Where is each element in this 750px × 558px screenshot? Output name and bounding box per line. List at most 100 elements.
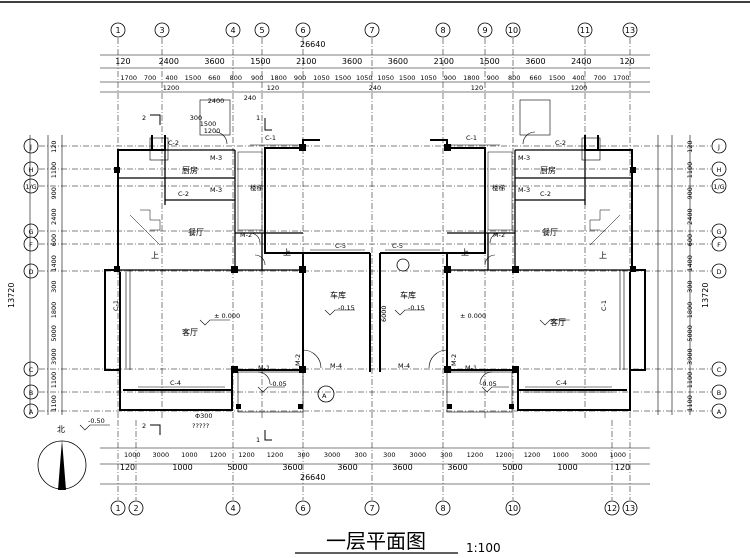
- level-porch-right: -0.05: [480, 380, 497, 388]
- axis-label-left: H: [29, 166, 34, 174]
- axis-label-left: D: [28, 268, 33, 276]
- tag-c4-r: C-4: [556, 379, 567, 387]
- axis-label-bottom: 1: [115, 504, 120, 513]
- level-outside: -0.50: [88, 417, 105, 425]
- axis-bubble-bottom: [622, 500, 638, 516]
- dim-bottom-row1: 3000: [410, 451, 427, 459]
- dim-top-row2: 900: [294, 74, 306, 82]
- dim-top-row2: 1700: [613, 74, 630, 82]
- axis-label-left: 1/G: [25, 183, 36, 191]
- room-stair-right: 楼梯: [492, 183, 506, 192]
- dim-total-right: 13720: [701, 283, 710, 308]
- dim-right: 1100: [686, 162, 694, 179]
- dim-top-misc: 1200: [204, 127, 221, 135]
- axis-bubble-top: [254, 22, 270, 38]
- detail-bubble: [317, 385, 335, 403]
- dim-right: 5000: [686, 325, 694, 342]
- dim-top-row1: 2400: [159, 57, 179, 66]
- axis-bubble-right: [711, 138, 727, 154]
- dim-top-misc: 2400: [208, 97, 225, 105]
- dim-total-top: 26640: [300, 40, 325, 49]
- dim-total-left: 13720: [7, 283, 16, 308]
- stair-up-right: 上: [599, 251, 607, 260]
- dim-top-misc: 1500: [200, 120, 217, 128]
- axis-label-top: 8: [440, 26, 445, 35]
- axis-bubble-right: [711, 361, 727, 377]
- axis-label-left: J: [29, 143, 32, 151]
- interior-walls: [118, 149, 632, 371]
- dim-right: 300: [686, 280, 694, 292]
- dim-top-row1: 1500: [479, 57, 499, 66]
- tag-c1-r: C-1: [600, 300, 608, 311]
- axis-bubble-top: [622, 22, 638, 38]
- dim-top-row2: 1800: [463, 74, 480, 82]
- room-garage-left: 车库: [330, 290, 346, 300]
- drawing-scale: 1:100: [466, 541, 501, 555]
- dim-top-row1: 120: [619, 57, 634, 66]
- dim-bottom-row2: 1000: [557, 463, 577, 472]
- room-garage-right: 车库: [400, 290, 416, 300]
- dim-right: 1400: [686, 255, 694, 272]
- axis-label-top: 6: [300, 26, 305, 35]
- axis-bubble-left: [23, 236, 39, 252]
- axis-bubble-left: [23, 403, 39, 419]
- dim-right: 900: [686, 187, 694, 199]
- dim-top-row3: 240: [369, 84, 381, 92]
- dim-top-row2: 1800: [270, 74, 287, 82]
- columns: [114, 144, 636, 409]
- axis-bubble-bottom: [505, 500, 521, 516]
- room-kitchen-right: 厨房: [540, 165, 556, 175]
- dim-left: 300: [50, 280, 58, 292]
- dim-bottom-row1: 1200: [467, 451, 484, 459]
- tag-c1-l: C-1: [112, 300, 120, 311]
- level-living-left: ± 0.000: [214, 312, 240, 320]
- dim-bottom-row1: 300: [355, 451, 367, 459]
- note-qmarks: ?????: [192, 422, 209, 430]
- dim-top-row2: 1050: [356, 74, 373, 82]
- axis-bubble-top: [505, 22, 521, 38]
- dim-left: 3900: [50, 348, 58, 365]
- dim-top-row3: 120: [267, 84, 279, 92]
- dim-top-row2: 1500: [549, 74, 566, 82]
- axis-label-right: J: [717, 143, 720, 151]
- dim-bottom-row1: 1000: [609, 451, 626, 459]
- dim-left: 1100: [50, 372, 58, 389]
- level-garage-right: -0.15: [408, 304, 425, 312]
- dim-top-row1: 1500: [250, 57, 270, 66]
- dim-bottom-row2: 3600: [282, 463, 302, 472]
- dim-left: 600: [50, 234, 58, 246]
- axis-bubble-left: [23, 138, 39, 154]
- note-phi300: Φ300: [195, 412, 213, 420]
- axis-label-top: 10: [508, 26, 518, 35]
- tag-m4-l: M-4: [330, 362, 342, 370]
- dim-top-row2: 700: [594, 74, 606, 82]
- dim-bottom-row1: 300: [297, 451, 309, 459]
- dim-total-bottom: 26640: [300, 473, 325, 482]
- dim-top-row1: 2400: [571, 57, 591, 66]
- tag-m2-garage-r: M-2: [450, 354, 458, 366]
- axis-label-right: A: [717, 408, 722, 416]
- axis-bubble-right: [711, 263, 727, 279]
- windows: [125, 144, 625, 393]
- dim-right: 1100: [686, 395, 694, 412]
- dim-bottom-row1: 3000: [581, 451, 598, 459]
- axis-label-bottom: 2: [133, 504, 138, 513]
- axis-bubble-bottom: [110, 500, 126, 516]
- section-marks: [150, 114, 272, 441]
- dim-right: 2400: [686, 208, 694, 225]
- dim-left: 120: [50, 140, 58, 152]
- dim-bottom-row1: 1200: [495, 451, 512, 459]
- dim-top-row2: 660: [529, 74, 541, 82]
- dim-right: 600: [686, 234, 694, 246]
- axis-bubble-top: [110, 22, 126, 38]
- axis-bubble-bottom: [225, 500, 241, 516]
- axis-bubble-bottom: [128, 500, 144, 516]
- dim-top-row2: 1500: [335, 74, 352, 82]
- tag-m2-stair-r: M-2: [493, 231, 505, 239]
